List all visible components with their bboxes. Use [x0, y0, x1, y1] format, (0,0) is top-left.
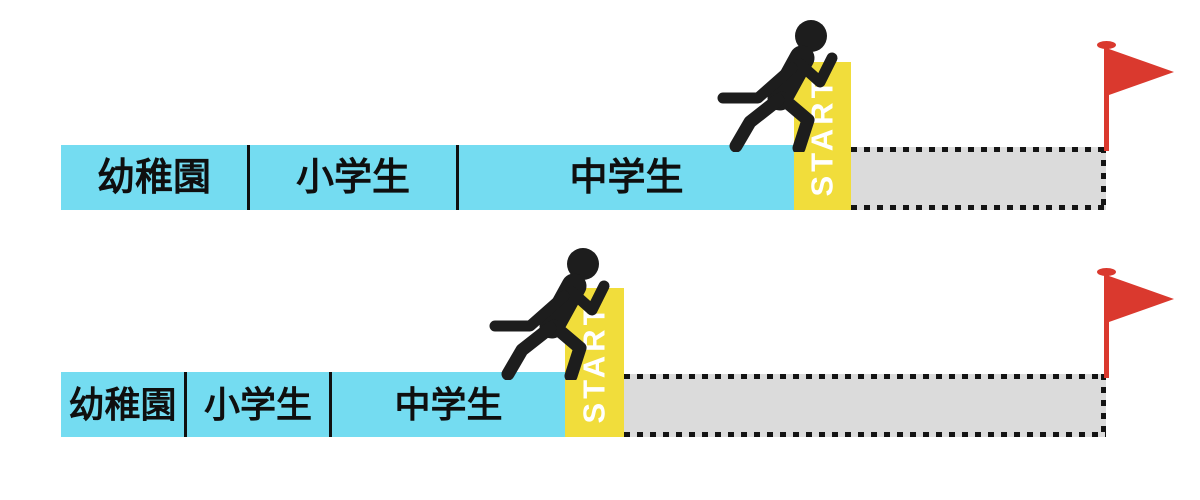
segment-kindergarten: 幼稚園: [61, 145, 247, 210]
running-person-icon: [489, 248, 610, 380]
segment-junior-high: 中学生: [456, 145, 794, 210]
dashed-border-bottom-icon: [624, 432, 1106, 437]
education-track: 幼稚園 小学生 中学生: [61, 372, 565, 437]
flag-pole: [1104, 45, 1109, 151]
goal-flag-icon: [1096, 41, 1186, 153]
segment-elementary: 小学生: [247, 145, 456, 210]
segment-label: 小学生: [295, 156, 410, 199]
dashed-border-bottom-icon: [851, 205, 1106, 210]
goal-track: [624, 374, 1106, 437]
education-track: 幼稚園 小学生 中学生: [61, 145, 794, 210]
goal-track: [851, 147, 1106, 210]
flag-pennant: [1109, 49, 1174, 95]
segment-label: 幼稚園: [96, 156, 211, 199]
segment-junior-high: 中学生: [329, 372, 565, 437]
running-person-icon: [717, 20, 838, 152]
segment-kindergarten: 幼稚園: [61, 372, 184, 437]
segment-elementary: 小学生: [184, 372, 329, 437]
segment-label: 中学生: [394, 383, 503, 425]
dashed-border-right-icon: [1101, 147, 1106, 210]
dashed-border-right-icon: [1101, 374, 1106, 437]
dashed-border-top-icon: [624, 374, 1106, 379]
goal-flag-icon: [1096, 268, 1186, 380]
dashed-border-top-icon: [851, 147, 1106, 152]
segment-label: 幼稚園: [68, 383, 177, 425]
flag-pennant: [1109, 276, 1174, 322]
segment-label: 中学生: [569, 156, 684, 199]
flag-pole: [1104, 272, 1109, 378]
segment-label: 小学生: [203, 383, 312, 425]
